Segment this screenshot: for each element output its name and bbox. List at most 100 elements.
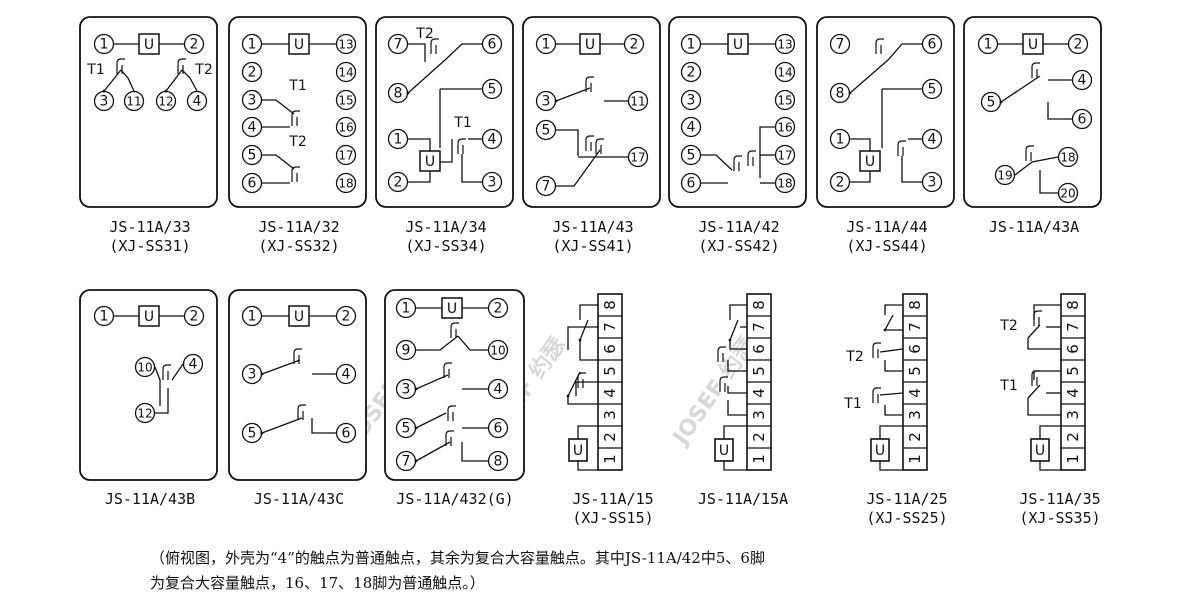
contact-pivot bbox=[554, 99, 558, 103]
terminal-number: 1 bbox=[984, 37, 993, 53]
terminal-number: 3 bbox=[488, 175, 497, 191]
terminal-circle bbox=[680, 61, 702, 83]
time-delay-mark bbox=[297, 404, 306, 420]
coil-label: U bbox=[719, 443, 729, 459]
terminal-number: 4 bbox=[248, 120, 257, 136]
terminal-circle bbox=[680, 144, 702, 166]
housing-outline bbox=[79, 16, 218, 208]
time-delay-mark bbox=[445, 430, 454, 446]
contact-pivot bbox=[406, 91, 410, 95]
terminal-number: 4 bbox=[1078, 73, 1087, 89]
wire bbox=[457, 335, 488, 351]
terminal-circle bbox=[921, 33, 943, 55]
coil-box bbox=[138, 305, 160, 327]
terminal-number: 16 bbox=[777, 121, 792, 135]
time-delay-mark bbox=[1031, 370, 1040, 386]
wire bbox=[262, 154, 295, 170]
terminal-circle bbox=[1071, 69, 1093, 91]
terminal-number: 19 bbox=[997, 169, 1012, 183]
terminal-number: 2 bbox=[630, 37, 639, 53]
terminal-number: 2 bbox=[494, 301, 503, 317]
strip-terminal-number: 4 bbox=[1064, 388, 1082, 398]
caption-js-11a-43c: JS-11A/43C bbox=[253, 490, 345, 508]
wire bbox=[415, 441, 451, 462]
time-delay-mark bbox=[430, 38, 439, 54]
strip-terminal-number: 4 bbox=[906, 388, 924, 398]
contact-pivot bbox=[414, 459, 418, 463]
wire bbox=[567, 371, 581, 397]
wire bbox=[879, 348, 904, 353]
terminal-circle bbox=[134, 402, 156, 424]
coil-label: U bbox=[144, 309, 154, 325]
terminal-number: 11 bbox=[630, 95, 645, 109]
terminal-circle bbox=[627, 90, 649, 112]
strip-terminal-number: 3 bbox=[750, 410, 768, 420]
terminal-number: 16 bbox=[338, 121, 353, 135]
timer-label: T2 bbox=[999, 318, 1017, 334]
footnote-line-1: （俯视图，外壳为“4”的触点为普通触点，其余为复合大容量触点。其中JS-11A/… bbox=[150, 549, 765, 567]
terminal-circle bbox=[535, 33, 557, 55]
terminal-number: 7 bbox=[836, 37, 845, 53]
wire bbox=[579, 319, 589, 341]
terminal-circle bbox=[335, 89, 357, 111]
caption-js-11a-432g: JS-11A/432(G) bbox=[396, 490, 514, 508]
terminal-circle bbox=[977, 33, 999, 55]
strip-terminal-number: 2 bbox=[750, 432, 768, 442]
timer-label: T2 bbox=[194, 62, 212, 78]
terminal-circle bbox=[829, 128, 851, 150]
terminal-number: 4 bbox=[342, 367, 351, 383]
wire bbox=[171, 363, 184, 381]
wire bbox=[1014, 156, 1059, 176]
terminal-number: 1 bbox=[402, 301, 411, 317]
timer-label: T1 bbox=[288, 78, 306, 94]
time-delay-mark bbox=[293, 348, 302, 364]
terminal-circle bbox=[623, 33, 645, 55]
wire bbox=[901, 156, 922, 183]
terminal-circle bbox=[335, 422, 357, 444]
timer-label: T1 bbox=[843, 396, 861, 412]
strip-terminal-number: 6 bbox=[750, 344, 768, 354]
wire bbox=[879, 392, 904, 396]
housing-outline bbox=[668, 16, 807, 208]
time-delay-mark bbox=[457, 138, 466, 154]
coil-box bbox=[441, 297, 463, 319]
contact-pivot bbox=[260, 431, 264, 435]
strip-terminal-number: 5 bbox=[601, 366, 619, 376]
terminal-circle bbox=[183, 305, 205, 327]
wire bbox=[408, 171, 431, 183]
terminal-number: 17 bbox=[777, 149, 792, 163]
wire bbox=[729, 319, 739, 341]
wire bbox=[1027, 384, 1041, 399]
terminal-number: 1 bbox=[248, 309, 257, 325]
terminal-number: 14 bbox=[338, 66, 353, 80]
wire bbox=[729, 340, 747, 350]
terminal-number: 5 bbox=[687, 148, 696, 164]
terminal-number: 3 bbox=[402, 382, 411, 398]
timer-label: T1 bbox=[86, 62, 104, 78]
time-delay-mark bbox=[595, 138, 604, 154]
strip-terminal-number: 5 bbox=[750, 366, 768, 376]
coil-label: U bbox=[447, 301, 457, 317]
housing-outline bbox=[522, 16, 661, 208]
terminal-circle bbox=[774, 61, 796, 83]
wire bbox=[1039, 170, 1058, 194]
terminal-circle bbox=[487, 297, 509, 319]
strip-terminal-number: 7 bbox=[750, 322, 768, 332]
terminal-circle bbox=[680, 172, 702, 194]
terminal-number: 18 bbox=[338, 177, 353, 191]
wire bbox=[723, 461, 747, 471]
wire bbox=[850, 171, 871, 183]
terminal-circle bbox=[1071, 108, 1093, 130]
terminal-circle bbox=[829, 171, 851, 193]
terminal-circle bbox=[680, 89, 702, 111]
coil-label: U bbox=[294, 309, 304, 325]
terminal-number: 10 bbox=[490, 344, 505, 358]
coil-label: U bbox=[1035, 443, 1045, 459]
